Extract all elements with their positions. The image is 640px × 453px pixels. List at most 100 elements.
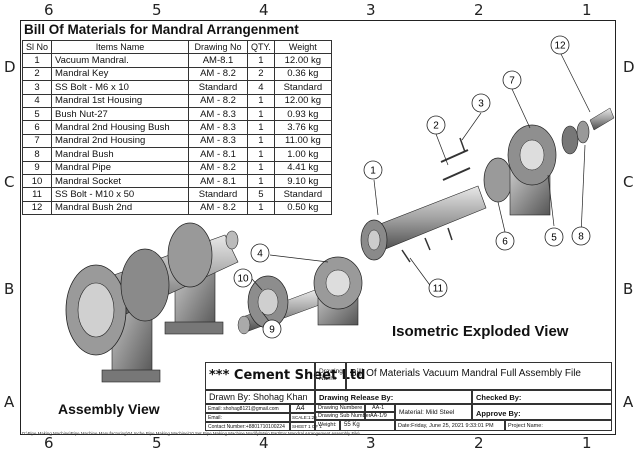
drawing-name: Bill Of Materials Vacuum Mandral Full As… [350,368,581,379]
part-ss-bolt [401,249,411,263]
assembly-shaft-end [225,230,239,250]
zone-letter-right: D [623,58,635,76]
exploded-view [237,51,615,335]
callout-label: 5 [551,233,557,244]
callout-circle [428,278,448,298]
zone-number-top: 2 [474,1,484,19]
assembly-housing-ring-2 [167,222,213,288]
drawing-sub-cell: AA-1/9 [365,412,395,420]
scale: SCALE:1:20 [292,415,317,420]
drawing-name-label-cell: Drawing Name [315,362,346,390]
sheet-cell: SHEET 1 OF 1 [290,422,322,431]
assembly-base-left [101,369,161,383]
checked-by-cell: Checked By: [472,390,612,404]
paper-size: A4 [296,405,305,412]
bom-cell: 1 [247,53,275,68]
contact: Contact Number:+8801710100224 [208,424,285,430]
callout-label: 3 [478,99,484,110]
zone-number-top: 4 [259,1,269,19]
bom-cell: SS Bolt - M6 x 10 [51,80,190,95]
weight-cell: 55 Kg [340,420,395,431]
bom-cell: AM - 8.2 [188,200,249,216]
part-mandral-key [440,149,469,163]
bom-cell: Standard [188,80,249,95]
callout-circle [471,93,491,113]
part-bush-nut [561,125,579,155]
bom-cell: 12 [21,200,53,216]
zone-letter-left: A [4,393,15,411]
email: Email: shohag8121@gmail.com [208,406,279,412]
assembly-base-right [164,321,224,335]
date: Date:Friday, June 25, 2021 9:33:01 PM [398,423,494,429]
bom-cell: 1 [247,106,275,122]
part-vacuum-mandral [369,185,487,253]
bom-cell: 5 [21,106,53,122]
part-mandral-flange-bore [367,229,381,251]
callout-label: 1 [370,166,376,177]
assembly-view-label: Assembly View [58,401,160,417]
part-second-housing-bore [519,139,545,171]
part-ss-bolt [459,137,466,153]
part-mandral-key [442,167,471,181]
zone-number-bottom: 3 [366,434,376,452]
part-mandral-bush-2nd [589,107,615,131]
bom-cell: 3 [21,80,53,95]
bom-cell: 0.93 kg [273,106,332,122]
part-second-housing-bush [483,157,513,203]
zone-letter-left: C [4,173,15,191]
part-pipe-end [237,315,251,335]
sheet: SHEET 1 OF 1 [292,424,322,429]
callout-label: 6 [502,237,508,248]
zone-letter-right: C [623,173,634,191]
leader-lines [251,51,591,326]
zone-letter-right: A [623,393,634,411]
drawing-number-cell: AA-1 [365,404,395,412]
email2-cell: Email: [205,413,290,422]
part-mandral-bush [576,120,590,144]
company-name: *** Cement Sheet Ltd [209,368,366,383]
part-ss-bolt [447,227,453,241]
callout-circle [250,243,270,263]
zone-letter-right: B [623,280,634,298]
approve-by: Approve By: [476,409,521,418]
bom-cell: 1 [21,53,53,68]
callout-circle [363,160,383,180]
callout-circle [571,226,591,246]
assembly-view [65,222,239,383]
drawing-name-label: Drawing Name [319,368,343,382]
zone-number-bottom: 6 [44,434,54,452]
email2: Email: [208,415,222,421]
isometric-view-label: Isometric Exploded View [392,323,569,340]
bom-table: Sl No Items Name Drawing No QTY. Weight … [21,39,332,216]
bom-cell: Mandral 1st Housing [51,93,190,108]
part-first-housing-bore [325,269,351,297]
callout-circle [233,268,253,288]
date-cell: Date:Friday, June 25, 2021 9:33:01 PM [395,420,505,431]
assembly-end-disc-inner [77,282,115,338]
bom-cell: AM - 8.3 [188,106,249,122]
contact-cell: Contact Number:+8801710100224 [205,422,290,431]
email-cell: Email: shohag8121@gmail.com [205,404,290,413]
callout-circle [426,115,446,135]
drawing-release-cell: Drawing Release By: [315,390,472,404]
callout-circle [544,227,564,247]
callout-label: 7 [509,76,515,87]
material-cell: Material: Mild Steel [395,404,472,420]
zone-number-bottom: 1 [582,434,592,452]
bom-cell: 0.36 kg [273,66,332,82]
checked-by: Checked By: [476,393,522,402]
callout-label: 8 [578,232,584,243]
bom-cell: AM - 8.2 [188,93,249,108]
zone-number-top: 6 [44,1,54,19]
callout-label: 4 [257,249,263,260]
bom-cell: 12.00 kg [273,53,332,68]
drawing-name-cell: Bill Of Materials Vacuum Mandral Full As… [346,362,612,390]
zone-number-top: 3 [366,1,376,19]
bom-cell: AM-8.1 [188,53,249,68]
